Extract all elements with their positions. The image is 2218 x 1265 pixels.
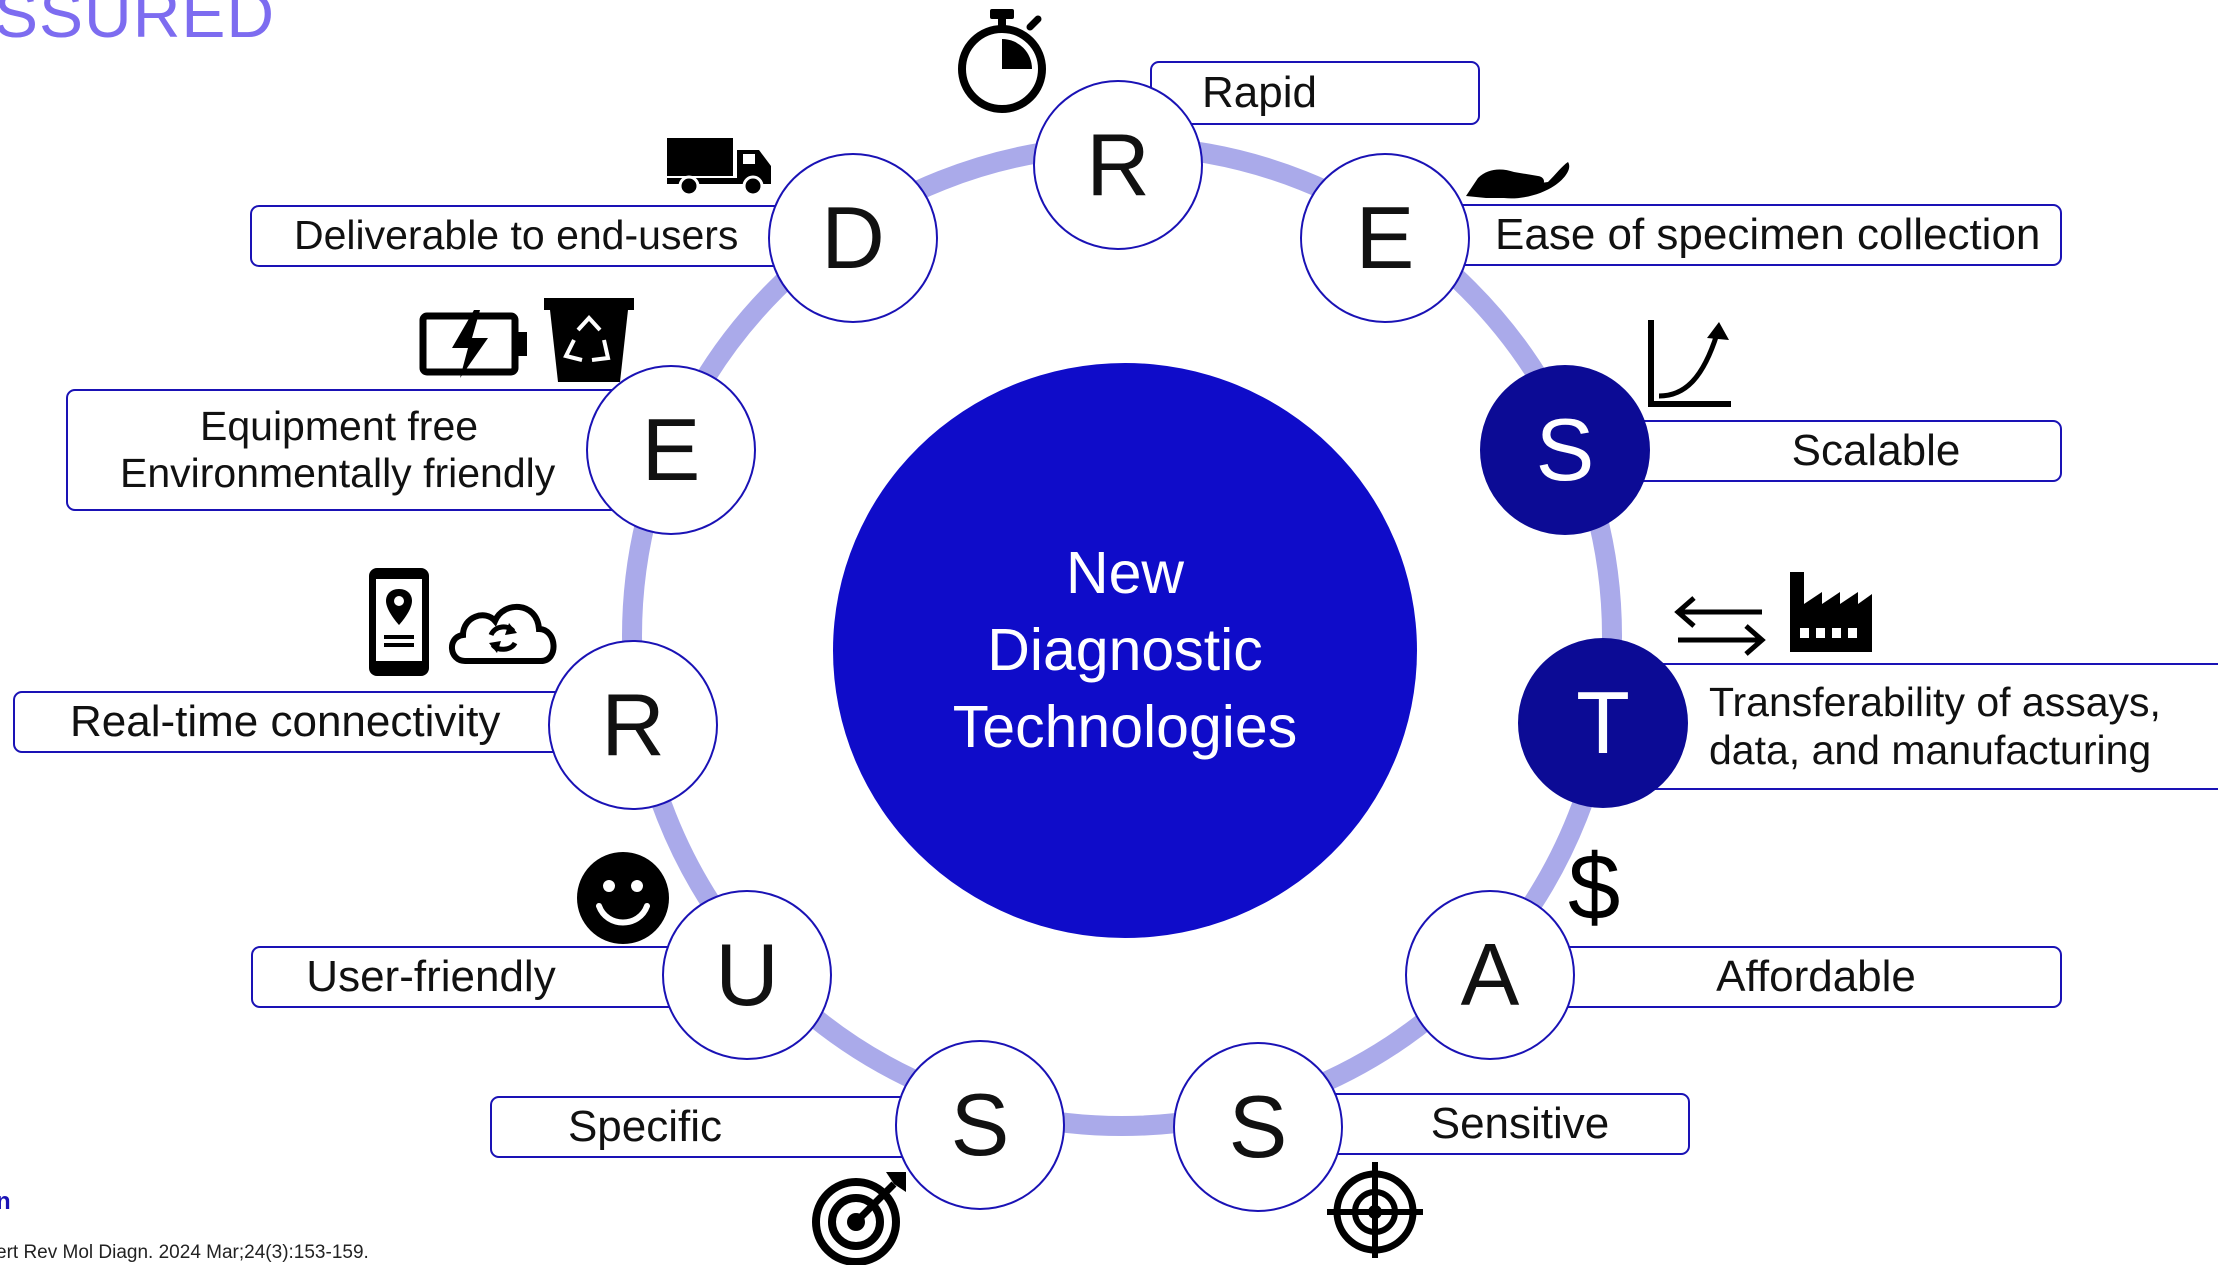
transfer-arrows-icon — [1674, 596, 1766, 656]
letter-circle-t: T — [1518, 638, 1688, 808]
label-text: User-friendly — [306, 951, 556, 1001]
dollar-icon: $ — [1568, 834, 1621, 939]
citation: ert Rev Mol Diagn. 2024 Mar;24(3):153-15… — [0, 1242, 369, 1263]
phone-location-icon — [369, 568, 429, 676]
label-transferability: Transferability of assays, data, and man… — [1622, 663, 2218, 790]
label-text: Sensitive — [1430, 1098, 1610, 1148]
hand-icon — [1466, 162, 1570, 199]
label-real-time: Real-time connectivity — [13, 691, 593, 753]
label-user-friendly: User-friendly — [251, 946, 701, 1008]
cloud-sync-icon — [449, 604, 557, 664]
letter-circle-a: A — [1405, 890, 1575, 1060]
letter-circle-e2: E — [586, 365, 756, 535]
label-specific: Specific — [490, 1096, 930, 1158]
smiley-icon — [577, 852, 669, 944]
heading-fragment: SSURED — [0, 0, 276, 51]
label-affordable: Affordable — [1500, 946, 2062, 1008]
recycle-bin-icon — [544, 298, 634, 382]
label-line: Environmentally friendly — [120, 450, 556, 496]
label-equipment: Equipment free Environmentally friendly — [66, 389, 656, 511]
truck-icon — [667, 138, 771, 197]
center-circle: New Diagnostic Technologies — [833, 363, 1417, 938]
letter-circle-s2: S — [1173, 1042, 1343, 1212]
label-text: Ease of specimen collection — [1495, 209, 2041, 259]
label-text: Real-time connectivity — [70, 696, 501, 746]
factory-icon — [1790, 572, 1872, 652]
label-rapid: Rapid — [1150, 61, 1480, 125]
center-line: Diagnostic — [987, 617, 1263, 684]
label-text: Specific — [567, 1101, 723, 1151]
battery-icon — [419, 310, 527, 378]
growth-curve-icon — [1648, 320, 1731, 407]
letter-circle-e: E — [1300, 153, 1470, 323]
label-sensitive: Sensitive — [1290, 1093, 1690, 1155]
label-scalable: Scalable — [1580, 420, 2062, 482]
letter-circle-r: R — [1033, 80, 1203, 250]
label-text: Rapid — [1202, 67, 1317, 117]
center-line: Technologies — [952, 693, 1298, 760]
target-icon — [812, 1172, 906, 1265]
label-deliverable: Deliverable to end-users — [250, 205, 790, 267]
letter-circle-u: U — [662, 890, 832, 1060]
label-ease: Ease of specimen collection — [1418, 204, 2062, 266]
letter-circle-r2: R — [548, 640, 718, 810]
label-text: Transferability of assays, data, and man… — [1709, 679, 2161, 773]
brand-fragment: n — [0, 1188, 11, 1215]
label-text: Deliverable to end-users — [294, 212, 739, 259]
letter-circle-s: S — [1480, 365, 1650, 535]
label-text: Scalable — [1791, 425, 1961, 475]
letter-circle-d: D — [768, 153, 938, 323]
label-text: Affordable — [1716, 951, 1916, 1001]
letter-circle-s3: S — [895, 1040, 1065, 1210]
label-line: Equipment free — [200, 402, 479, 449]
stopwatch-icon — [958, 9, 1046, 113]
crosshair-icon — [1327, 1162, 1423, 1258]
center-line: New — [1065, 540, 1185, 607]
